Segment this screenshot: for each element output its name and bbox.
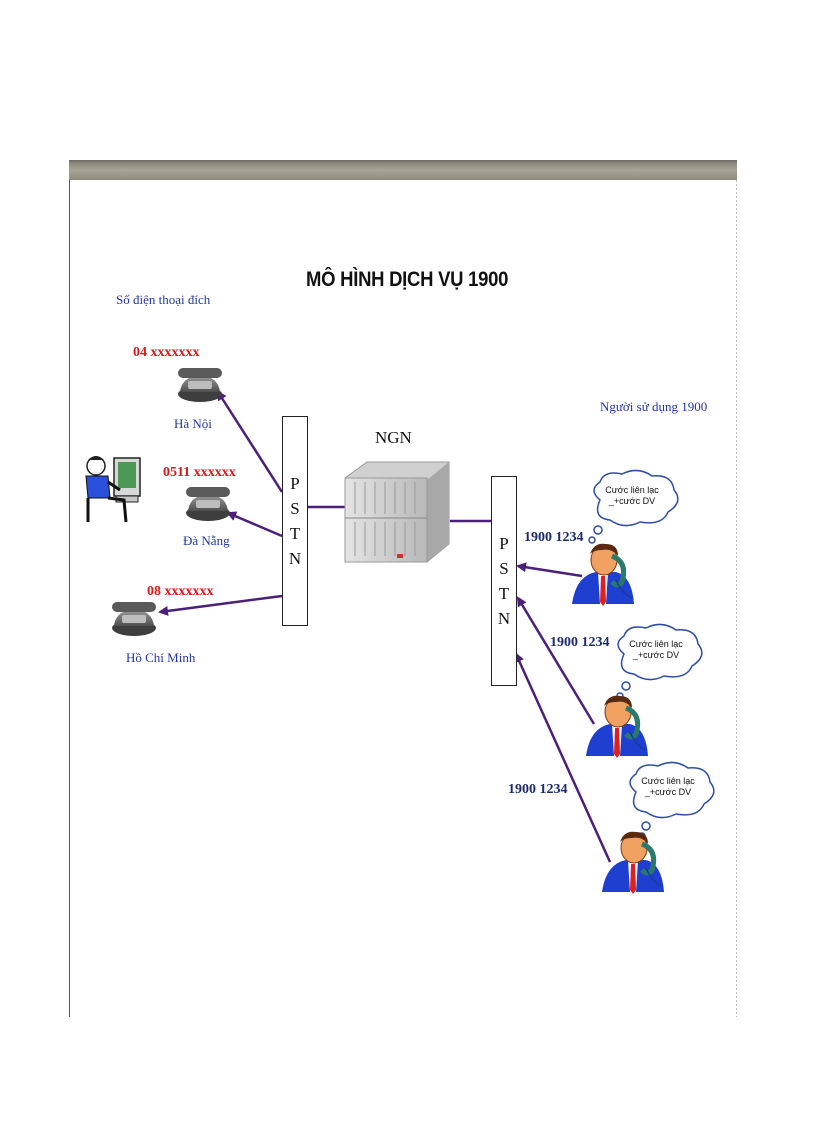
- arrow-to-hanoi: [216, 390, 284, 493]
- bubble-line: _+cước DV: [608, 496, 656, 506]
- left-header: Số điện thoại đích: [116, 292, 211, 307]
- pstn-letter: S: [290, 499, 300, 518]
- pstn-letter: N: [288, 549, 302, 568]
- destination-number: 04 xxxxxxx: [133, 345, 200, 360]
- bubble-line: _+cước DV: [644, 787, 692, 797]
- slide-top-bar: [69, 160, 737, 180]
- bubble-text: Cước liên lạc _+cước DV: [616, 639, 696, 661]
- thought-bubble: [629, 761, 715, 840]
- arrow-caller3: [514, 652, 612, 863]
- pstn-box-right: P S T N: [491, 476, 517, 686]
- bubble-text: Cước liên lạc _+cước DV: [628, 776, 708, 798]
- computer-user-icon: [85, 456, 141, 523]
- destination-city: Đà Nẵng: [183, 533, 230, 548]
- pstn-letter: S: [499, 559, 509, 578]
- slide-left-border: [69, 180, 70, 1017]
- ngn-label: NGN: [375, 428, 412, 447]
- thought-bubble: [616, 623, 703, 700]
- dial-number: 1900 1234: [550, 635, 610, 650]
- diagram-title: MÔ HÌNH DỊCH VỤ 1900: [306, 268, 509, 291]
- caller-icon: [572, 543, 634, 606]
- ngn-server-icon: [344, 461, 450, 563]
- destination-city: Hồ Chí Minh: [126, 650, 196, 665]
- pstn-box-left: P S T N: [282, 416, 308, 626]
- bubble-line: Cước liên lạc: [641, 776, 695, 786]
- pstn-letter: P: [499, 534, 509, 553]
- phone-icon: [112, 602, 156, 636]
- pstn-letter: T: [289, 524, 301, 543]
- bubble-line: _+cước DV: [632, 650, 680, 660]
- bubble-text: Cước liên lạc _+cước DV: [592, 485, 672, 507]
- slide-right-border: [736, 180, 737, 1017]
- destination-city: Hà Nội: [174, 416, 212, 431]
- bubble-line: Cước liên lạc: [629, 639, 683, 649]
- caller-icon: [586, 695, 648, 758]
- phone-icon: [186, 487, 230, 521]
- phone-icon: [178, 368, 222, 402]
- right-header: Người sử dụng 1900: [600, 399, 708, 414]
- dial-number: 1900 1234: [508, 782, 568, 797]
- caller-icon: [602, 831, 664, 894]
- arrow-to-hcm: [158, 594, 283, 616]
- arrow-to-danang: [226, 511, 283, 538]
- arrow-caller1: [516, 562, 583, 578]
- dial-number: 1900 1234: [524, 530, 584, 545]
- thought-bubble: [588, 469, 679, 544]
- pstn-letter: P: [290, 474, 300, 493]
- bubble-line: Cước liên lạc: [605, 485, 659, 495]
- destination-number: 08 xxxxxxx: [147, 584, 214, 599]
- arrow-caller2: [516, 596, 596, 725]
- pstn-letter: N: [497, 609, 511, 628]
- destination-number: 0511 xxxxxx: [163, 465, 236, 480]
- pstn-letter: T: [498, 584, 510, 603]
